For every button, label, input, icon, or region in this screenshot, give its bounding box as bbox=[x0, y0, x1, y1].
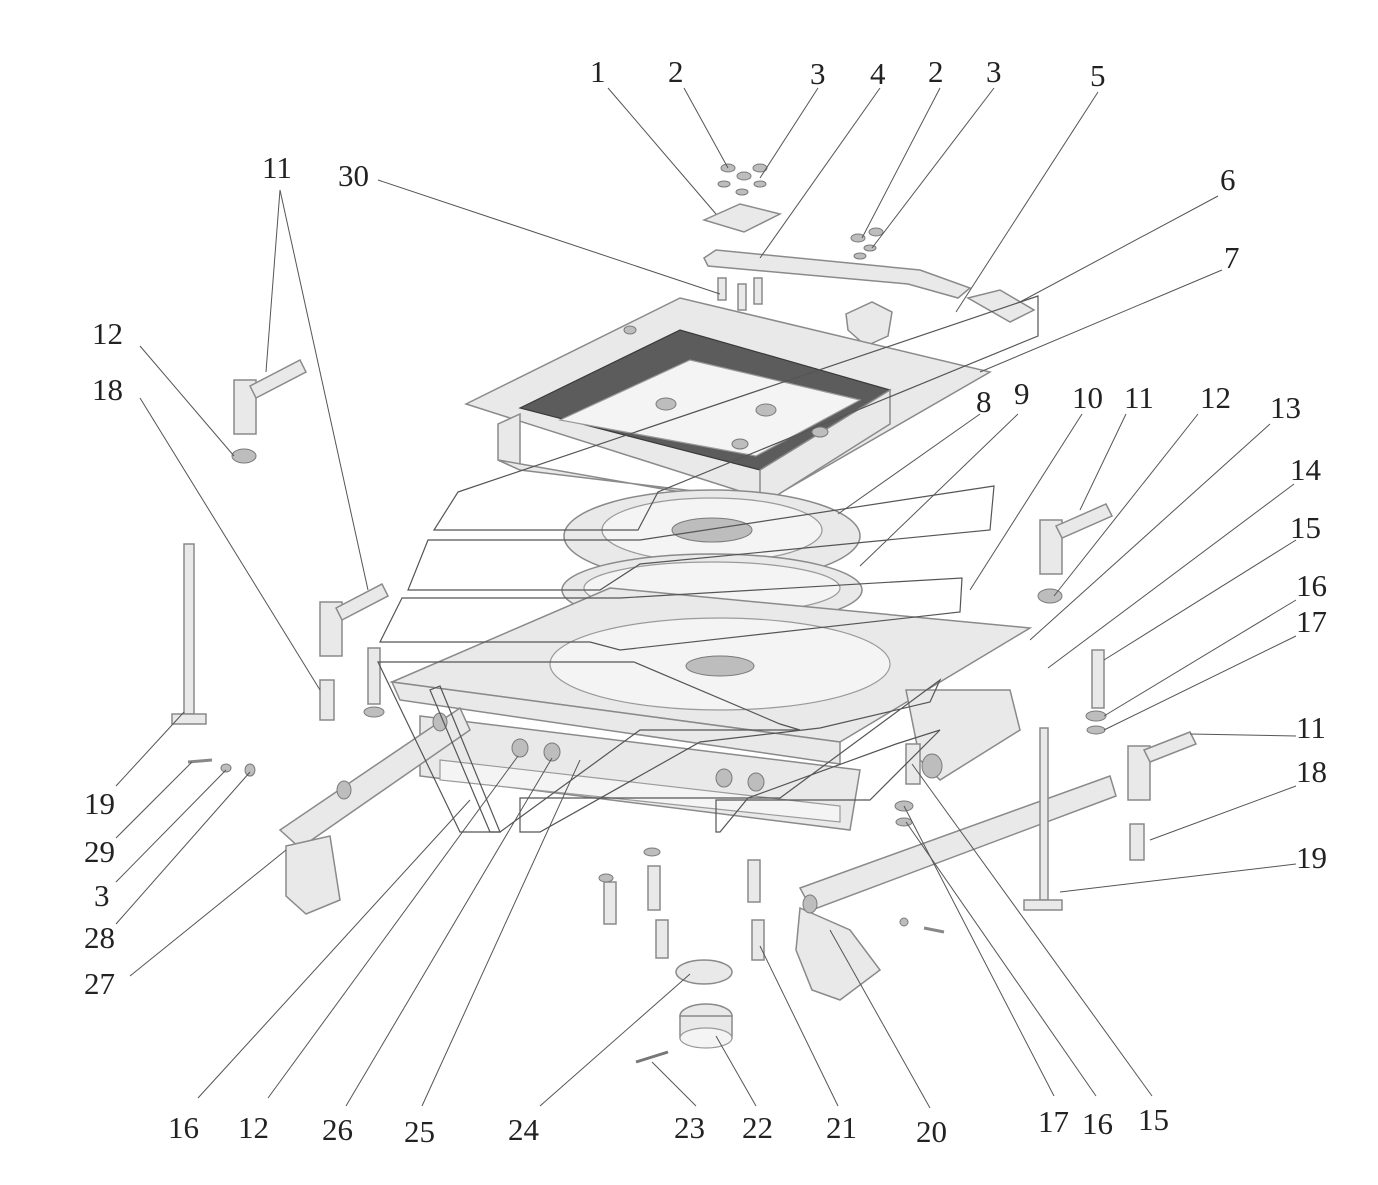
bolts-30 bbox=[717, 277, 763, 311]
top-nuts-cluster bbox=[717, 163, 768, 196]
callout-25: 25 bbox=[404, 1114, 435, 1149]
bracket-5 bbox=[845, 301, 893, 347]
callout-12: 12 bbox=[238, 1110, 269, 1145]
clip-6 bbox=[966, 289, 1036, 323]
callout-22: 22 bbox=[742, 1110, 773, 1145]
small-hardware-left bbox=[187, 758, 256, 777]
bolts-lower bbox=[363, 647, 1107, 961]
callout-20: 20 bbox=[916, 1114, 947, 1149]
callout-16: 16 bbox=[1296, 568, 1327, 603]
callout-3: 3 bbox=[810, 56, 826, 91]
callout-15: 15 bbox=[1138, 1102, 1169, 1137]
callout-12: 12 bbox=[92, 316, 123, 351]
handle-11-right-top bbox=[1037, 503, 1114, 604]
callout-8: 8 bbox=[976, 384, 992, 419]
section-outlines bbox=[377, 295, 1039, 833]
callout-16: 16 bbox=[168, 1110, 199, 1145]
callout-18: 18 bbox=[1296, 754, 1327, 789]
handle-11-mid-left bbox=[319, 582, 390, 721]
parts-group bbox=[171, 163, 1198, 1064]
handle-11-right-bottom bbox=[1127, 731, 1198, 861]
callout-13: 13 bbox=[1270, 390, 1301, 425]
callout-5: 5 bbox=[1090, 58, 1106, 93]
callout-7: 7 bbox=[1224, 240, 1240, 275]
plate-1 bbox=[701, 203, 783, 233]
small-hardware-right bbox=[899, 917, 945, 934]
bar-4 bbox=[703, 249, 972, 299]
split-pin-23 bbox=[635, 1050, 669, 1064]
callout-29: 29 bbox=[84, 834, 115, 869]
left-side-rail bbox=[278, 706, 471, 915]
callout-17: 17 bbox=[1296, 604, 1327, 639]
callout-15: 15 bbox=[1290, 510, 1321, 545]
callout-6: 6 bbox=[1220, 162, 1236, 197]
leader-lines bbox=[115, 87, 1297, 1109]
callout-11: 11 bbox=[1296, 710, 1326, 745]
callout-19: 19 bbox=[1296, 840, 1327, 875]
handle-11-top-left bbox=[231, 358, 308, 464]
washer-24 bbox=[675, 959, 733, 985]
pin-19-left bbox=[171, 543, 207, 725]
castle-nut-22 bbox=[679, 1003, 733, 1049]
callout-11: 11 bbox=[1124, 380, 1154, 415]
callout-26: 26 bbox=[322, 1112, 353, 1147]
callout-18: 18 bbox=[92, 372, 123, 407]
callout-14: 14 bbox=[1290, 452, 1322, 487]
callout-21: 21 bbox=[826, 1110, 857, 1145]
callout-4: 4 bbox=[870, 56, 886, 91]
callout-labels: 1 2 3 4 2 3 5 6 7 30 11 12 18 8 9 10 11 … bbox=[84, 54, 1327, 1149]
callout-2: 2 bbox=[668, 54, 684, 89]
callout-2: 2 bbox=[928, 54, 944, 89]
callout-9: 9 bbox=[1014, 376, 1030, 411]
callout-19: 19 bbox=[84, 786, 115, 821]
callout-28: 28 bbox=[84, 920, 115, 955]
callout-11: 11 bbox=[262, 150, 292, 185]
callout-3: 3 bbox=[94, 878, 110, 913]
callout-16: 16 bbox=[1082, 1106, 1113, 1141]
right-side-rail bbox=[795, 689, 1117, 1001]
pin-19-right bbox=[1023, 727, 1063, 911]
callout-23: 23 bbox=[674, 1110, 705, 1145]
main-lower-plate bbox=[389, 587, 1033, 765]
upper-tray-frame bbox=[464, 297, 993, 508]
callout-30: 30 bbox=[338, 158, 369, 193]
right-nuts-cluster bbox=[850, 227, 884, 260]
callout-27: 27 bbox=[84, 966, 115, 1001]
callout-10: 10 bbox=[1072, 380, 1103, 415]
callout-24: 24 bbox=[508, 1112, 540, 1147]
callout-17: 17 bbox=[1038, 1104, 1069, 1139]
callout-12: 12 bbox=[1200, 380, 1231, 415]
callout-3: 3 bbox=[986, 54, 1002, 89]
callout-1: 1 bbox=[590, 54, 606, 89]
